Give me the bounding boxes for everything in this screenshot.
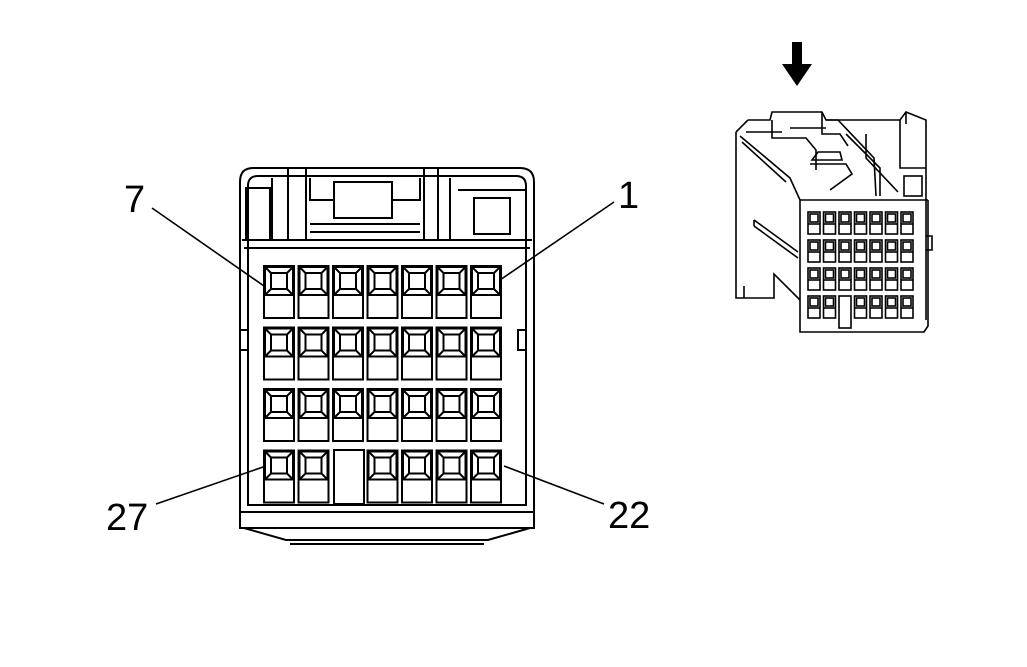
left-notch xyxy=(239,329,249,351)
cavity xyxy=(435,388,468,442)
leader-line-1 xyxy=(499,201,615,281)
housing-inner-outline xyxy=(247,175,527,506)
iso-cavity xyxy=(869,267,883,291)
iso-cavity xyxy=(822,295,837,319)
iso-cavity xyxy=(822,211,837,235)
iso-cavity xyxy=(853,267,868,291)
cavity xyxy=(435,265,468,319)
cavity xyxy=(263,449,295,504)
connector-isometric-view xyxy=(735,42,933,333)
cavity xyxy=(401,449,433,504)
pin-label-27: 27 xyxy=(106,497,148,539)
blank-slot xyxy=(333,449,365,505)
leader-lines xyxy=(151,201,615,505)
iso-cavity xyxy=(869,211,883,235)
iso-cavity xyxy=(807,239,821,263)
cavity xyxy=(470,449,502,504)
iso-cavity xyxy=(869,295,883,319)
cavity xyxy=(332,265,364,319)
leader-line-22 xyxy=(503,465,605,505)
iso-cavity xyxy=(884,295,899,319)
cavity xyxy=(297,388,330,442)
iso-cavity xyxy=(900,267,914,291)
iso-cavity xyxy=(853,239,868,263)
cavity xyxy=(263,388,295,442)
iso-cavity xyxy=(838,211,852,235)
right-notch xyxy=(517,329,527,351)
iso-cavity xyxy=(822,239,837,263)
leader-line-7 xyxy=(151,207,265,287)
down-arrow-icon xyxy=(782,42,812,86)
cavity xyxy=(435,449,468,504)
housing-outline xyxy=(239,167,535,513)
cavity xyxy=(401,388,433,442)
iso-cavity xyxy=(838,295,852,329)
cavity xyxy=(297,449,330,504)
cavity xyxy=(366,326,399,381)
cavity xyxy=(297,326,330,381)
cavity xyxy=(332,388,364,442)
iso-cavity xyxy=(807,267,821,291)
cavity xyxy=(366,265,399,319)
left-slot xyxy=(245,187,271,241)
cavity xyxy=(401,326,433,381)
iso-cavity xyxy=(884,211,899,235)
pin-label-1: 1 xyxy=(618,175,639,217)
iso-cavity xyxy=(884,267,899,291)
cavity-grid xyxy=(263,265,502,504)
iso-cavity xyxy=(807,295,821,319)
iso-cavity xyxy=(807,211,821,235)
cavity xyxy=(263,326,295,381)
cavity xyxy=(470,388,502,442)
iso-cavity xyxy=(853,295,868,319)
iso-cavity xyxy=(853,211,868,235)
cavity xyxy=(263,265,295,319)
cavity xyxy=(401,265,433,319)
iso-cavity xyxy=(884,239,899,263)
cavity xyxy=(366,388,399,442)
iso-cavity xyxy=(900,295,914,319)
isometric-cavity-grid xyxy=(807,211,914,329)
cavity xyxy=(366,449,399,504)
iso-cavity xyxy=(900,211,914,235)
leader-line-27 xyxy=(155,465,267,505)
connector-face-view xyxy=(239,167,535,545)
cavity xyxy=(435,326,468,381)
iso-cavity xyxy=(838,239,852,263)
cavity xyxy=(332,326,364,381)
bottom-lip xyxy=(239,512,535,529)
pin-label-7: 7 xyxy=(124,179,145,221)
right-window xyxy=(473,197,511,235)
iso-cavity xyxy=(822,267,837,291)
iso-cavity xyxy=(869,239,883,263)
pin-label-22: 22 xyxy=(608,495,650,537)
iso-cavity xyxy=(838,267,852,291)
cavity xyxy=(470,265,502,319)
cavity xyxy=(470,326,502,381)
iso-cavity xyxy=(900,239,914,263)
cavity xyxy=(297,265,330,319)
latch-window xyxy=(333,181,393,219)
